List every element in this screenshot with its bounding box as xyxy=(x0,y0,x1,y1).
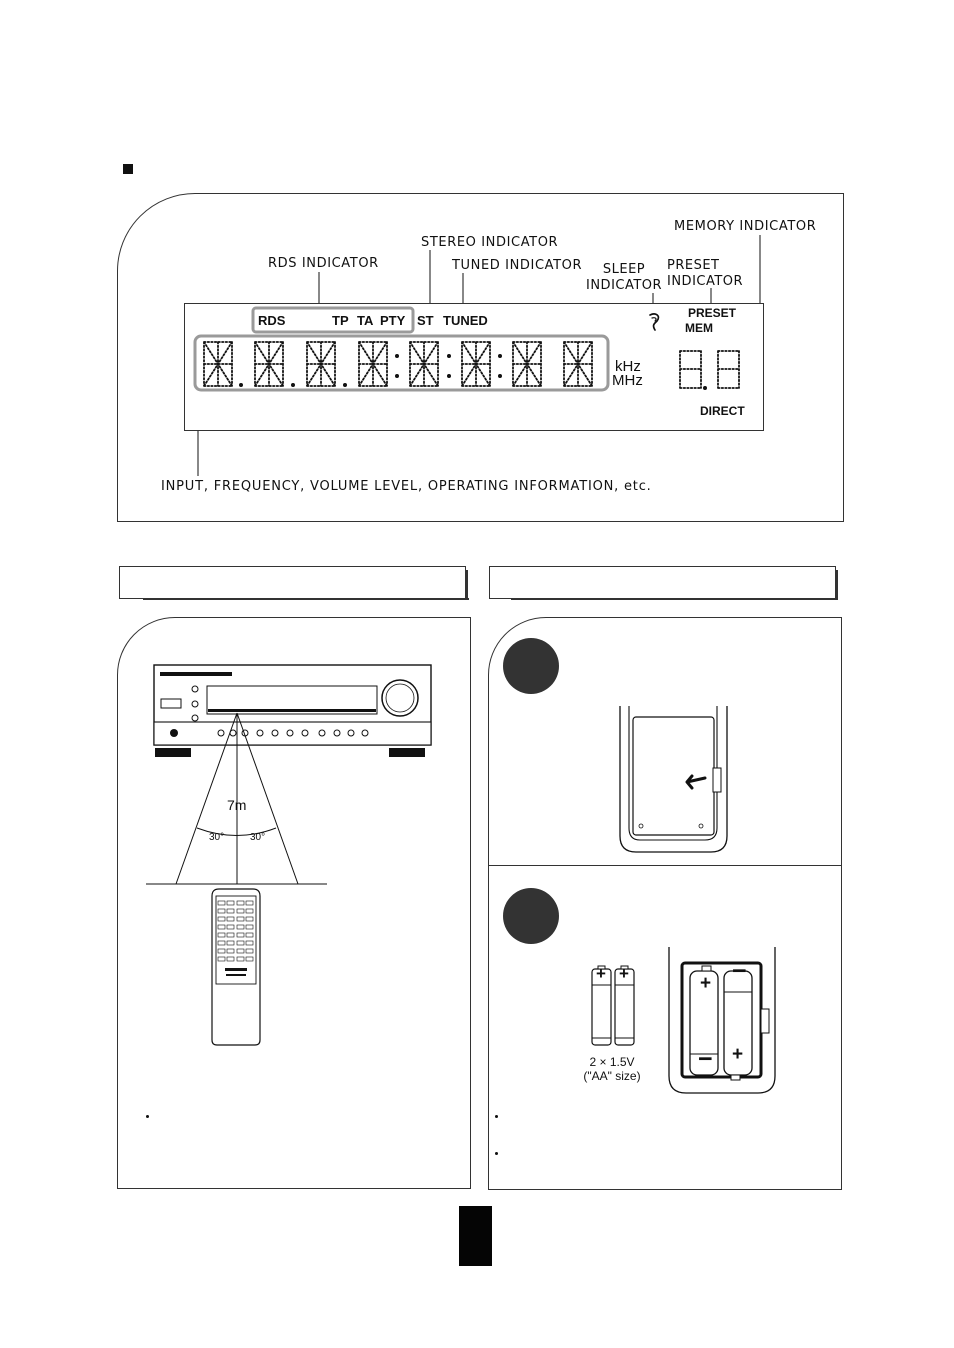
battery-size: ("AA" size) xyxy=(583,1069,641,1083)
preset-number-digit-1 xyxy=(679,350,702,389)
segment-colon-bottom-1 xyxy=(395,374,399,378)
tuned-indicator: TUNED xyxy=(443,313,488,328)
segment-character-6 xyxy=(461,341,491,387)
segment-colon-top-2 xyxy=(447,354,451,358)
ta-indicator: TA xyxy=(357,313,374,328)
right-angle-label: 30° xyxy=(250,832,266,843)
left-panel-bullet xyxy=(146,1115,149,1118)
stereo-indicator-callout: STEREO INDICATOR xyxy=(421,235,559,250)
battery-compartment-icon xyxy=(668,947,776,1094)
rds-indicator-callout: RDS INDICATOR xyxy=(268,256,379,271)
compartment-plus-top: + xyxy=(700,973,712,994)
step-two-circle xyxy=(503,888,559,944)
segment-character-7 xyxy=(512,341,542,387)
right-heading-shadow-line xyxy=(511,598,837,600)
segment-character-1 xyxy=(203,341,233,387)
preset-indicator-callout: PRESET INDICATOR xyxy=(667,258,751,290)
sleep-icon xyxy=(649,313,660,331)
battery-quantity-voltage: 2 × 1.5V xyxy=(589,1055,635,1069)
segment-period-2 xyxy=(291,383,295,387)
preset-indicator-callout-line-1: PRESET xyxy=(667,258,720,273)
segment-colon-bottom-2 xyxy=(447,374,451,378)
right-panel-bullet-2 xyxy=(495,1152,498,1155)
preset-number-period xyxy=(703,386,707,390)
memory-indicator-callout: MEMORY INDICATOR xyxy=(674,219,817,234)
segment-character-3 xyxy=(306,341,336,387)
segment-display-characters xyxy=(203,341,740,390)
page-number-block xyxy=(459,1206,492,1266)
segment-character-8 xyxy=(563,341,593,387)
compartment-minus-bottom: − xyxy=(698,1045,713,1073)
stereo-indicator: ST xyxy=(417,313,434,328)
left-heading-shadow-edge xyxy=(466,570,468,600)
tuned-indicator-callout: TUNED INDICATOR xyxy=(452,258,583,273)
aa-batteries-icon xyxy=(591,965,635,1046)
left-angle-label: 30° xyxy=(209,832,225,843)
left-section-heading-box xyxy=(119,566,466,599)
battery-cover-icon xyxy=(619,706,728,853)
sleep-indicator-callout-line-1: SLEEP xyxy=(602,262,646,277)
battery-plus-symbol-left: + xyxy=(596,964,606,983)
left-heading-shadow-line xyxy=(143,598,469,600)
segment-character-2 xyxy=(254,341,284,387)
preset-indicator: PRESET xyxy=(688,306,737,320)
step-one-circle xyxy=(503,638,559,694)
segment-character-4 xyxy=(358,341,388,387)
segment-colon-top-1 xyxy=(395,354,399,358)
pty-indicator: PTY xyxy=(380,313,406,328)
khz-unit: kHz xyxy=(615,358,641,375)
tp-indicator: TP xyxy=(332,313,349,328)
range-distance-label: 7m xyxy=(227,797,247,813)
segment-colon-top-3 xyxy=(498,354,502,358)
right-section-heading-box xyxy=(489,566,836,599)
right-panel-bullet-1 xyxy=(495,1115,498,1118)
rds-indicator: RDS xyxy=(258,313,286,328)
sleep-indicator-callout: SLEEP INDICATOR xyxy=(586,262,662,294)
section-marker xyxy=(123,164,133,174)
battery-panel-divider xyxy=(488,865,842,866)
right-heading-shadow-edge xyxy=(836,570,838,600)
main-display-information-callout: INPUT, FREQUENCY, VOLUME LEVEL, OPERATIN… xyxy=(161,479,652,494)
sleep-indicator-callout-line-2: INDICATOR xyxy=(586,278,663,293)
receiver-icon xyxy=(153,664,432,757)
segment-period-3 xyxy=(343,383,347,387)
segment-colon-bottom-3 xyxy=(498,374,502,378)
segment-character-5 xyxy=(409,341,439,387)
battery-plus-symbol-right: + xyxy=(619,964,629,983)
compartment-plus-bottom: + xyxy=(732,1044,744,1065)
compartment-minus-top: − xyxy=(732,957,747,985)
segment-period-1 xyxy=(239,383,243,387)
preset-number-digit-2 xyxy=(717,350,740,389)
preset-indicator-callout-line-2: INDICATOR xyxy=(667,274,744,289)
memory-indicator: MEM xyxy=(685,321,713,335)
mhz-unit: MHz xyxy=(612,372,643,389)
direct-indicator: DIRECT xyxy=(700,404,745,418)
remote-control-icon xyxy=(211,888,261,1046)
